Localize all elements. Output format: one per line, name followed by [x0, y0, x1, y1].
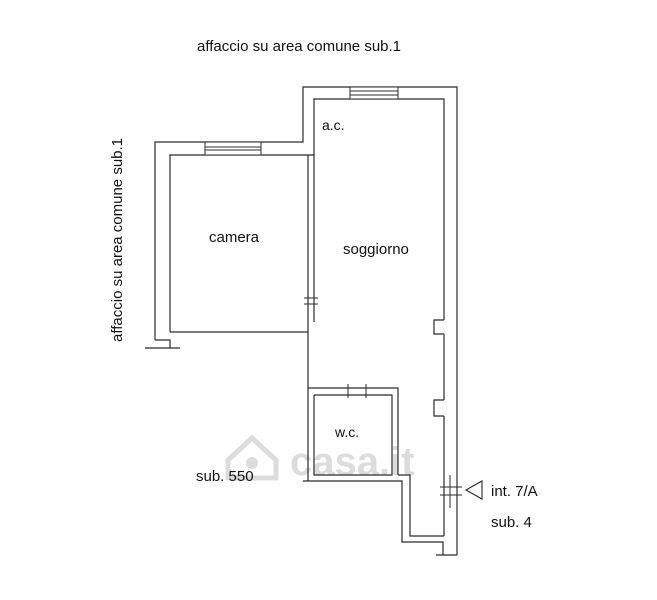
sub4-label: sub. 4 [491, 514, 532, 531]
door-entrance [440, 475, 462, 508]
triangle-arrow-icon [464, 480, 483, 500]
inner-wall-bottom [398, 474, 444, 537]
left-facing-label: affaccio su area comune sub.1 [109, 138, 126, 342]
inner-wall-outline [169, 98, 445, 332]
house-logo-icon [225, 434, 279, 481]
wall-recess-2 [433, 399, 444, 417]
ac-label: a.c. [322, 117, 345, 133]
door-camera [304, 297, 318, 305]
outer-wall [154, 86, 458, 555]
room-label-camera: camera [209, 229, 260, 246]
room-label-soggiorno: soggiorno [343, 241, 409, 258]
wc-top-wall [308, 387, 399, 475]
top-facing-label: affaccio su area comune sub.1 [197, 38, 401, 55]
windows [204, 86, 399, 156]
camera-bottom-wall [155, 339, 180, 349]
window-camera [204, 141, 262, 156]
bottom-wall [303, 480, 444, 555]
door-wc [347, 384, 367, 398]
window-soggiorno [349, 86, 399, 100]
watermark: casa.it [225, 434, 415, 484]
room-label-wc: w.c. [334, 424, 359, 440]
watermark-text: casa.it [290, 440, 415, 484]
sub550-label: sub. 550 [196, 468, 254, 485]
door-markers [304, 297, 462, 508]
walls [145, 86, 458, 556]
int-label: int. 7/A [491, 483, 538, 500]
wall-recess-1 [433, 319, 444, 335]
